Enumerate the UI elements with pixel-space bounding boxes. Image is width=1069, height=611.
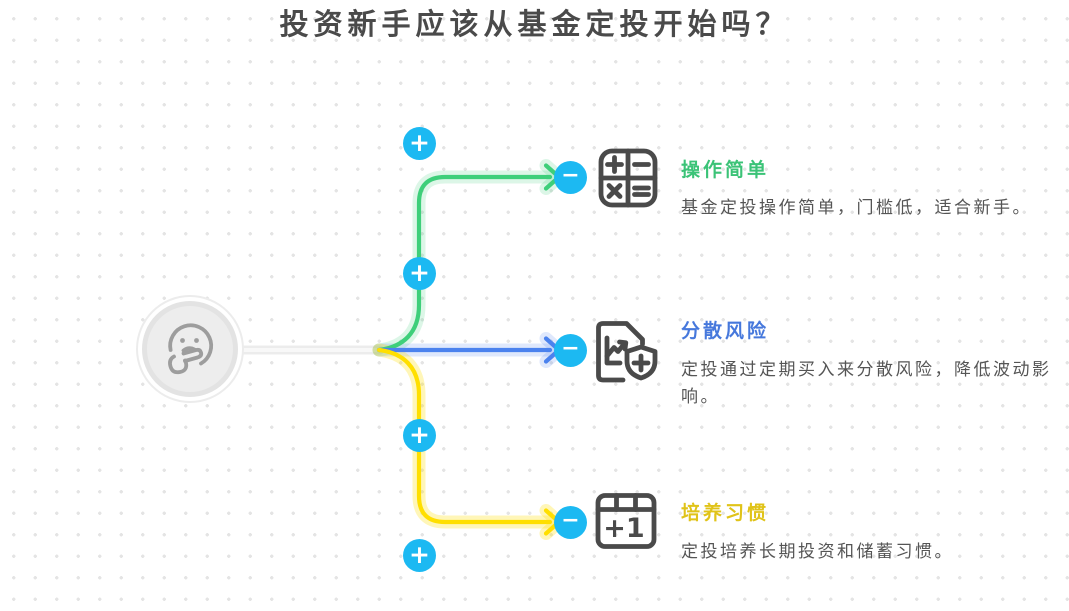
calendar-plus-one-icon: +1 (595, 493, 657, 549)
root-node[interactable] (142, 301, 238, 397)
calculator-icon (598, 148, 658, 208)
branch-node-2[interactable] (590, 317, 660, 387)
add-node-button-top[interactable]: + (403, 127, 436, 160)
add-node-button-bottom[interactable]: + (403, 539, 436, 572)
edge-branch-1[interactable] (376, 174, 553, 353)
thinking-face-icon (168, 323, 214, 375)
chart-document-shield-icon (596, 321, 658, 383)
collapse-button-branch-3[interactable]: − (554, 505, 587, 539)
branch-title-2: 分散风险 (681, 321, 770, 342)
branch-description-3: 定投培养长期投资和储蓄习惯。 (681, 542, 954, 561)
add-node-button-lower[interactable]: + (403, 419, 436, 452)
branch-title-3: 培养习惯 (681, 503, 770, 524)
branch-title-1: 操作简单 (681, 160, 770, 181)
collapse-button-branch-1[interactable]: − (554, 160, 587, 194)
edge-branch-1-glow (372, 170, 557, 357)
branch-node-1[interactable] (596, 146, 660, 210)
branch-description-1: 基金定投操作简单，门槛低，适合新手。 (681, 198, 1032, 217)
collapse-button-branch-2[interactable]: − (554, 333, 587, 367)
add-node-button-upper[interactable]: + (403, 257, 436, 290)
branch-description-2: 定投通过定期买入来分散风险，降低波动影响。 (681, 360, 1052, 406)
page-title: 投资新手应该从基金定投开始吗？ (279, 9, 790, 41)
branch-node-3[interactable]: +1 (593, 490, 659, 552)
svg-text:+1: +1 (603, 513, 644, 544)
